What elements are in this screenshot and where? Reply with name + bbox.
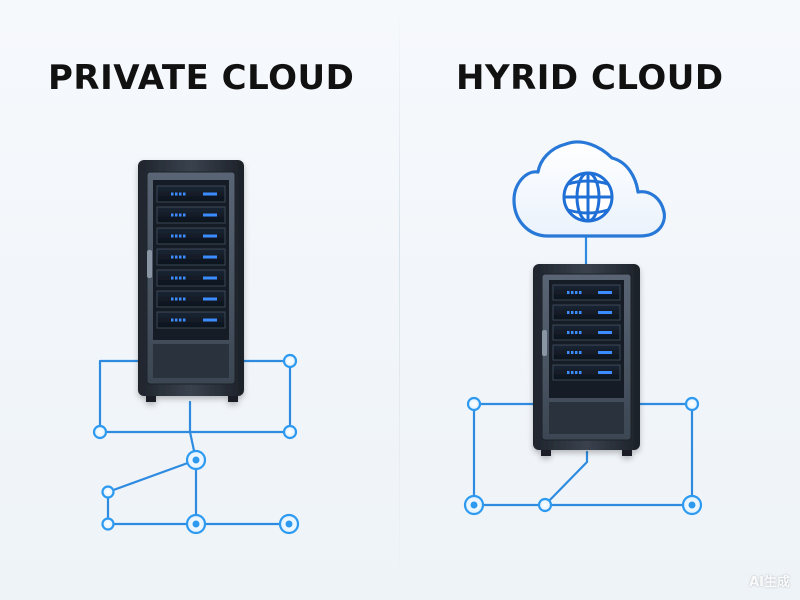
bay-indicator bbox=[203, 192, 217, 196]
server-bay bbox=[552, 364, 621, 381]
bay-led bbox=[175, 213, 178, 217]
bay-led bbox=[179, 318, 182, 322]
bay-led bbox=[571, 331, 574, 334]
bay-led bbox=[175, 318, 178, 322]
bay-led bbox=[183, 297, 186, 301]
bay-led bbox=[183, 213, 186, 217]
watermark-text: AI生成 bbox=[749, 575, 790, 590]
bay-led bbox=[579, 311, 582, 314]
bay-indicator bbox=[598, 331, 612, 334]
bay-indicator bbox=[203, 234, 217, 238]
bay-indicator bbox=[598, 291, 612, 294]
private-server-rack-icon bbox=[138, 160, 244, 402]
bay-indicator bbox=[203, 255, 217, 259]
bay-indicator bbox=[598, 311, 612, 314]
bay-led bbox=[567, 291, 570, 294]
bay-led bbox=[179, 192, 182, 196]
bay-led bbox=[183, 276, 186, 280]
bay-led bbox=[183, 192, 186, 196]
private-cloud-title: PRIVATE CLOUD bbox=[48, 58, 355, 98]
bay-indicator bbox=[598, 371, 612, 374]
bay-led bbox=[567, 351, 570, 354]
private-network-nodes bbox=[92, 353, 300, 535]
panel-divider bbox=[399, 0, 400, 600]
bay-led bbox=[171, 192, 174, 196]
bay-led bbox=[183, 234, 186, 238]
bay-led bbox=[179, 297, 182, 301]
hybrid-server-rack-icon bbox=[533, 264, 640, 456]
server-bay bbox=[156, 269, 226, 287]
bay-led bbox=[579, 351, 582, 354]
server-bay bbox=[156, 248, 226, 266]
server-bay bbox=[156, 227, 226, 245]
bay-led bbox=[175, 255, 178, 259]
server-bay bbox=[552, 324, 621, 341]
bay-indicator bbox=[203, 297, 217, 301]
bay-led bbox=[179, 234, 182, 238]
server-bay bbox=[552, 284, 621, 301]
bay-led bbox=[171, 297, 174, 301]
bay-led bbox=[579, 371, 582, 374]
bay-led bbox=[183, 318, 186, 322]
bay-led bbox=[571, 291, 574, 294]
bay-led bbox=[171, 255, 174, 259]
bay-led bbox=[171, 213, 174, 217]
bay-led bbox=[575, 311, 578, 314]
bay-led bbox=[171, 276, 174, 280]
bay-indicator bbox=[203, 276, 217, 280]
hybrid-network-lines bbox=[472, 234, 694, 507]
server-bay bbox=[156, 206, 226, 224]
bay-led bbox=[175, 297, 178, 301]
bay-led bbox=[579, 291, 582, 294]
hybrid-network-nodes bbox=[463, 396, 703, 516]
bay-led bbox=[579, 331, 582, 334]
bay-led bbox=[175, 234, 178, 238]
bay-led bbox=[575, 331, 578, 334]
bay-led bbox=[575, 371, 578, 374]
bay-led bbox=[575, 351, 578, 354]
bay-led bbox=[179, 276, 182, 280]
bay-led bbox=[175, 192, 178, 196]
bay-led bbox=[571, 311, 574, 314]
server-bay bbox=[156, 185, 226, 203]
bay-led bbox=[171, 318, 174, 322]
server-bay bbox=[156, 311, 226, 329]
bay-led bbox=[183, 255, 186, 259]
bay-indicator bbox=[203, 213, 217, 217]
bay-led bbox=[175, 276, 178, 280]
server-bay bbox=[156, 290, 226, 308]
bay-led bbox=[571, 351, 574, 354]
bay-indicator bbox=[598, 351, 612, 354]
bay-led bbox=[171, 234, 174, 238]
hybrid-cloud-title: HYRID CLOUD bbox=[456, 58, 724, 98]
bay-led bbox=[567, 331, 570, 334]
bay-led bbox=[179, 213, 182, 217]
bay-led bbox=[567, 311, 570, 314]
bay-led bbox=[575, 291, 578, 294]
bay-led bbox=[179, 255, 182, 259]
bay-indicator bbox=[203, 318, 217, 322]
server-bay bbox=[552, 344, 621, 361]
bay-led bbox=[571, 371, 574, 374]
globe-icon bbox=[562, 171, 614, 223]
bay-led bbox=[567, 371, 570, 374]
server-bay bbox=[552, 304, 621, 321]
